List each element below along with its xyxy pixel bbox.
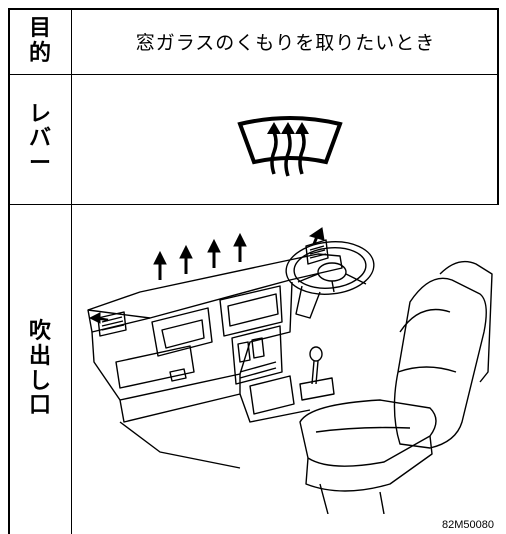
figure-code: 82M50080	[442, 519, 494, 531]
purpose-label: 目的	[28, 16, 51, 66]
left-border	[8, 8, 10, 534]
outlet-label: 吹出し口	[28, 319, 51, 419]
dashboard-vents-illustration	[87, 227, 493, 514]
row-label-outlet: 吹出し口	[9, 205, 71, 534]
lever-label: レバー	[28, 101, 51, 176]
row-divider-2	[8, 204, 499, 205]
right-border	[497, 8, 499, 204]
row-divider-1	[8, 74, 499, 75]
windshield-defrost-icon	[237, 116, 343, 177]
row-label-lever: レバー	[9, 75, 71, 204]
row-label-purpose: 目的	[9, 10, 71, 74]
purpose-text: 窓ガラスのくもりを取りたいとき	[135, 31, 436, 54]
column-divider	[71, 8, 72, 534]
top-border	[8, 8, 499, 10]
